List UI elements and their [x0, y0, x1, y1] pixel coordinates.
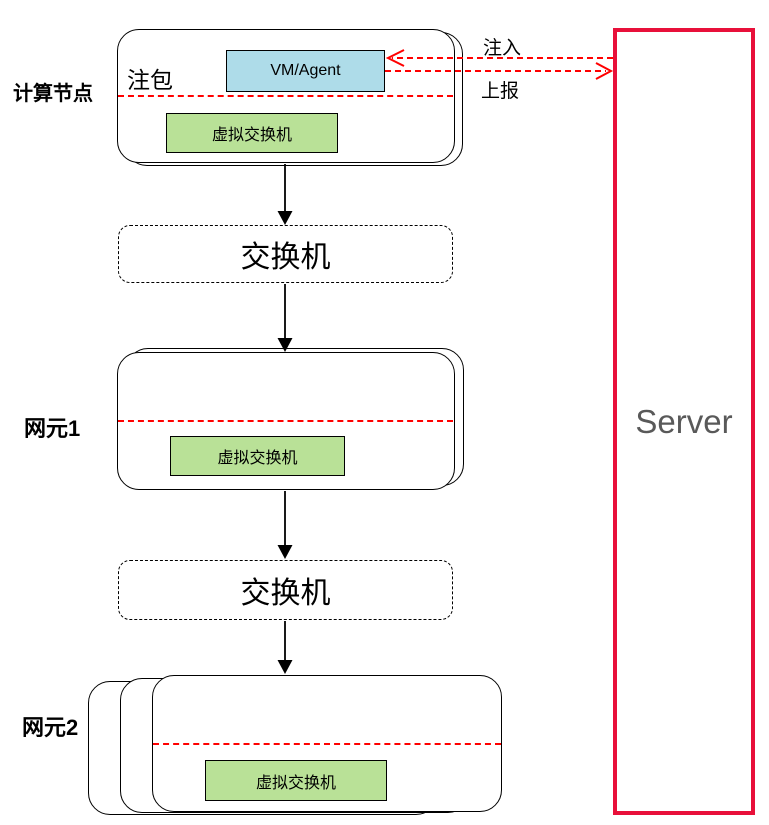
- ne1-vswitch-label: 虚拟交换机: [217, 450, 298, 467]
- vm-agent-label: VM/Agent: [270, 62, 341, 79]
- arrow-switch2-to-ne2: [277, 621, 293, 674]
- ne1-label: 网元1: [24, 416, 81, 441]
- switch1-label: 交换机: [240, 241, 331, 274]
- arrow-compute-to-switch1: [277, 164, 293, 225]
- switch2-box: 交换机: [118, 560, 453, 620]
- ne2-label: 网元2: [22, 715, 79, 740]
- inject-flow-label: 注入: [483, 38, 522, 59]
- switch1-box: 交换机: [118, 225, 453, 283]
- ne2-vswitch-label: 虚拟交换机: [255, 774, 336, 792]
- compute-vswitch-label: 虚拟交换机: [211, 127, 292, 144]
- server-box: Server: [613, 28, 755, 815]
- report-flow-label: 上报: [481, 81, 520, 102]
- arrow-ne1-to-switch2: [277, 491, 293, 559]
- compute-node-red-divider: [118, 95, 453, 97]
- ne1-vswitch-box: 虚拟交换机: [170, 436, 345, 476]
- switch2-label: 交换机: [240, 577, 331, 610]
- ne2-vswitch-box: 虚拟交换机: [205, 760, 387, 801]
- compute-node-tag-label: 注包: [127, 67, 173, 93]
- compute-vswitch-box: 虚拟交换机: [166, 113, 338, 153]
- ne1-red-divider: [118, 420, 453, 422]
- arrow-switch1-to-ne1: [277, 284, 293, 352]
- server-label: Server: [635, 402, 733, 440]
- ne2-red-divider: [153, 743, 501, 745]
- compute-node-label: 计算节点: [13, 83, 93, 105]
- vm-agent-box: VM/Agent: [226, 50, 385, 92]
